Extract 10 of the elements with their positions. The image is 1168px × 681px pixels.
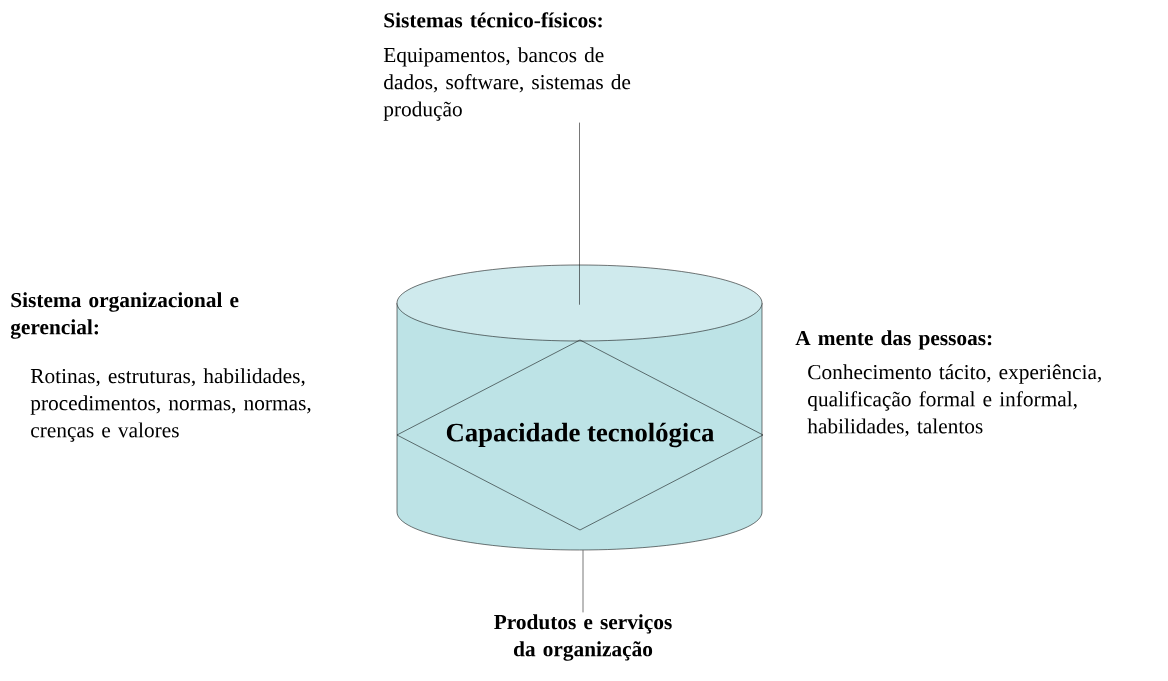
heading: A mente das pessoas:: [795, 330, 992, 350]
connector-line: [582, 550, 584, 613]
connector-line: [579, 122, 580, 305]
description: Rotinas, estruturas, habilidades, procedimentos, normas, normas, crenças e valores: [30, 368, 311, 442]
heading: Produtos e serviços da organização: [494, 614, 672, 661]
cylinder: [396, 264, 763, 551]
description: Conhecimento tácito, experiência, qualificação formal e informal, habilidades, talentos: [807, 364, 1101, 437]
description: Equipamentos, bancos de dados, software, sistemas de produção: [383, 47, 631, 121]
heading: Sistemas técnico-físicos:: [384, 12, 602, 28]
heading: Sistema organizacional e gerencial:: [10, 292, 239, 339]
